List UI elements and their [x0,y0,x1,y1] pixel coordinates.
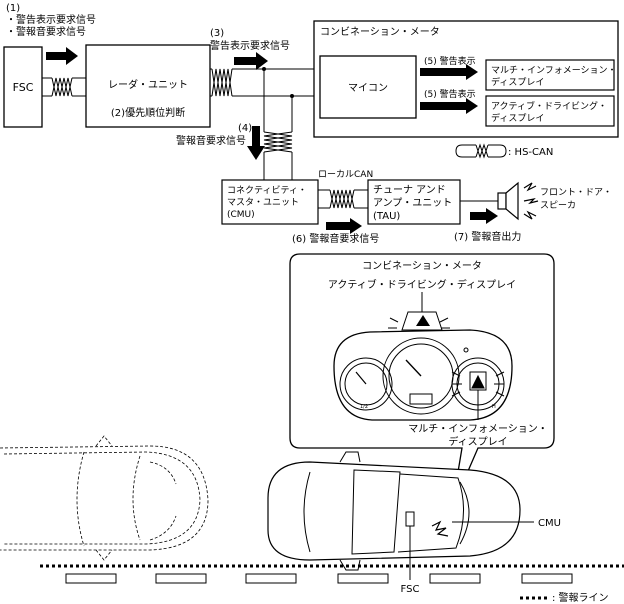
tau-line2: アンプ・ユニット [373,197,452,209]
hs-can-legend-symbol [455,143,507,159]
step6-label: (6) 警報音要求信号 [292,232,379,245]
step5a-label: (5) 警告表示 [424,55,476,67]
hs-can-fsc-radar [42,77,86,97]
step4-num: (4) [238,123,252,134]
radar-unit-block [85,44,211,128]
callout-mid-line1: マルチ・インフォメーション・ [408,423,548,435]
hs-can-radar-meter [210,68,318,97]
tau-line3: (TAU) [373,211,400,222]
hs-can-cmu [263,69,293,180]
mid-line1: マルチ・インフォメーション・ [491,65,617,76]
speaker-line1: フロント・ドア・ [540,188,612,198]
cmu-line1: コネクティビティ・ [227,185,307,196]
speaker-line2: スピーカ [540,200,576,211]
fsc-block [3,46,43,128]
tau-line1: チューナ アンド [373,184,446,196]
step3-label: 警告表示要求信号 [210,39,290,52]
step5b-arrow [420,98,478,114]
fsc-block-label: FSC [13,81,34,94]
step6-arrow [326,218,362,234]
step7-arrow [470,208,498,224]
gauge-left-mark: 1/2 [360,404,368,410]
step1-line1: ・警告表示要求信号 [6,13,96,26]
hs-can-legend-label: : HS-CAN [508,147,553,158]
adr-block [485,95,615,127]
fsc-label: FSC [401,584,420,595]
local-can-label: ローカルCAN [318,169,373,180]
priority-label: (2)優先順位判断 [111,106,185,119]
local-can-link [318,189,368,209]
step4-label: 警報音要求信号 [176,134,246,147]
step1-arrow [46,47,78,65]
cmu-line3: (CMU) [227,210,255,220]
adr-display-illustration [388,311,450,331]
step1-num: (1) [6,3,20,14]
mid-warning-rays [451,371,505,397]
adr-line1: アクティブ・ドライビング・ [491,100,607,112]
lane-markings [65,573,573,584]
gauge-right-mark: H [492,404,496,410]
combination-meter-label: コンビネーション・メータ [320,26,440,38]
callout-adr-label: アクティブ・ドライビング・ディスプレイ [328,278,516,291]
callout-mid-line2: ディスプレイ [448,435,507,448]
step1-line2: ・警報音要求信号 [6,25,86,38]
tau-block [367,179,461,225]
own-vehicle-illustration [267,451,521,571]
step3-arrow [234,52,268,70]
mid-line2: ディスプレイ [491,76,544,88]
callout-title: コンビネーション・メータ [362,260,482,272]
mid-block [485,59,615,91]
step4-arrow [247,126,265,160]
speaker-icon [497,181,539,221]
cmu-block [221,179,319,225]
microcomputer-label: マイコン [348,83,388,94]
cmu-label: CMU [538,518,561,529]
step5a-arrow [420,64,478,80]
step3-num: (3) [210,28,224,39]
alarm-line-legend-label: : 警報ライン [552,591,609,604]
step7-label: (7) 警報音出力 [454,230,521,243]
step5b-label: (5) 警告表示 [424,88,476,100]
preceding-vehicle-illustration [0,435,209,561]
cmu-line2: マスタ・ユニット [227,197,299,208]
radar-unit-label: レーダ・ユニット [108,78,188,91]
microcomputer-block [319,55,417,119]
adr-line2: ディスプレイ [491,112,544,124]
